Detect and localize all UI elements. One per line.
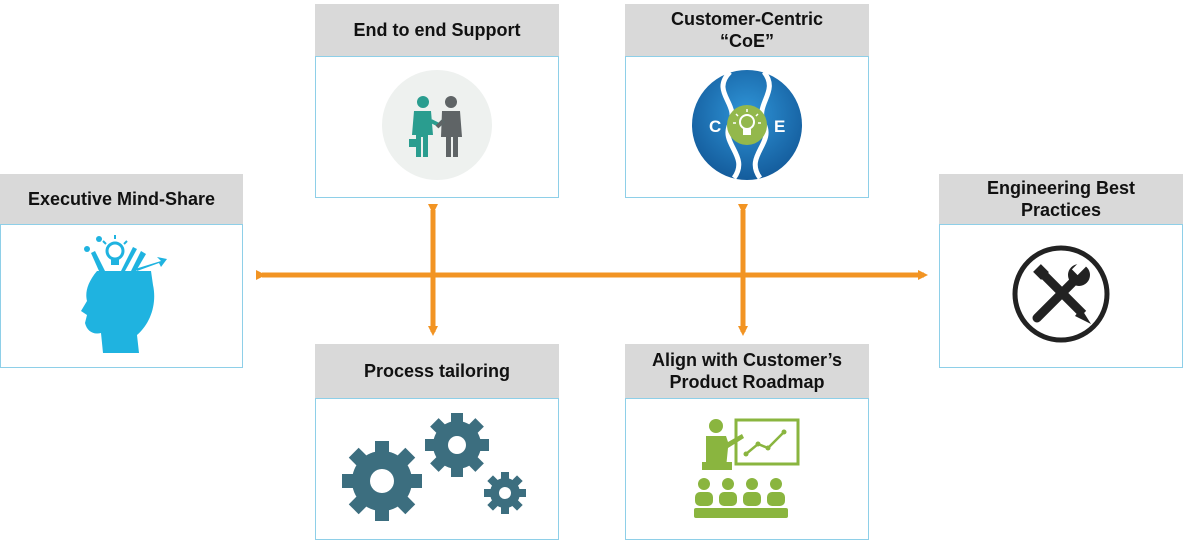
- coe-letter-c: C: [709, 117, 721, 136]
- card-title: Executive Mind-Share: [0, 174, 243, 224]
- card-body: [939, 224, 1183, 368]
- card-process-tailoring: Process tailoring: [315, 344, 559, 540]
- card-body: C E: [625, 56, 869, 198]
- coe-letter-e: E: [774, 117, 785, 136]
- gears-icon: [342, 411, 532, 528]
- creative-head-icon: [77, 231, 167, 361]
- card-body: [315, 56, 559, 198]
- card-customer-centric-coe: Customer-Centric “CoE”: [625, 4, 869, 198]
- card-executive-mind-share: Executive Mind-Share: [0, 174, 243, 368]
- card-engineering-best-practices: Engineering Best Practices: [939, 174, 1183, 368]
- card-product-roadmap: Align with Customer’s Product Roadmap: [625, 344, 869, 540]
- card-title: End to end Support: [315, 4, 559, 56]
- coe-lightbulb-icon: C E: [690, 68, 804, 187]
- presentation-audience-icon: [692, 412, 802, 527]
- card-body: [625, 398, 869, 540]
- handshake-icon: [381, 69, 493, 186]
- wrench-pencil-icon: [1011, 244, 1111, 349]
- card-body: [315, 398, 559, 540]
- card-title: Process tailoring: [315, 344, 559, 398]
- card-title: Align with Customer’s Product Roadmap: [625, 344, 869, 398]
- card-title: Customer-Centric “CoE”: [625, 4, 869, 56]
- card-title: Engineering Best Practices: [939, 174, 1183, 224]
- card-body: [0, 224, 243, 368]
- card-end-to-end-support: End to end Support: [315, 4, 559, 198]
